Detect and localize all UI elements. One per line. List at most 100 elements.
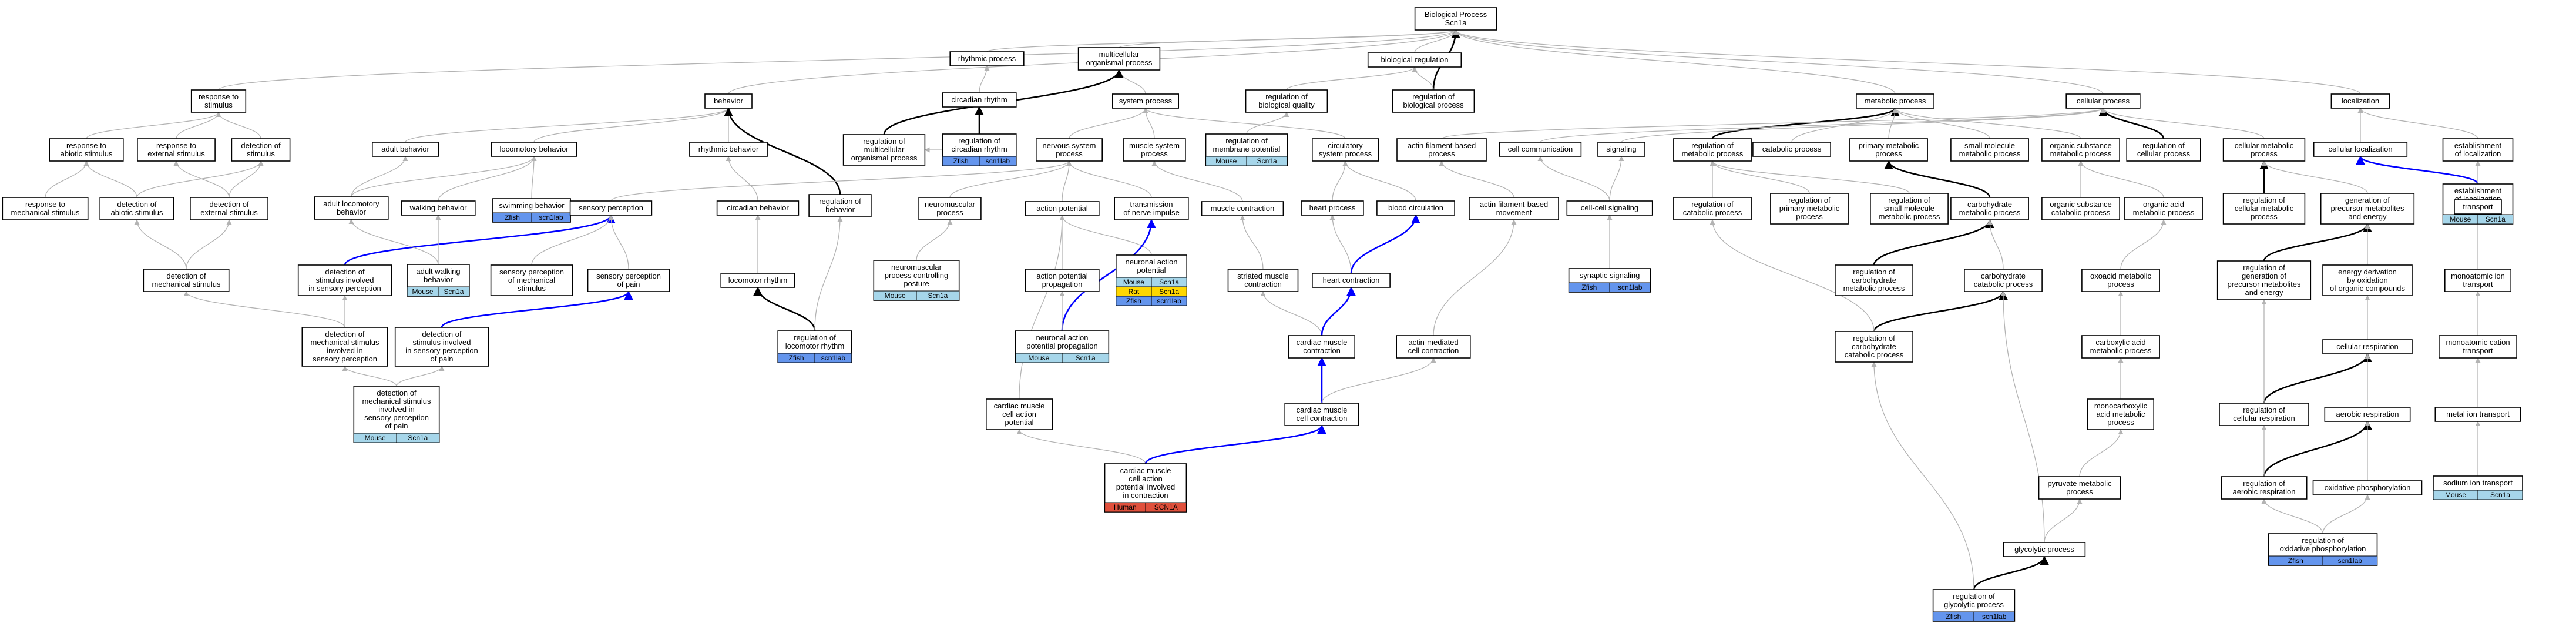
go-term-label-line: of pain xyxy=(385,421,408,430)
edge-actin_mediated-to-actin_movement xyxy=(1433,219,1517,336)
edge-actin_based-to-cellular xyxy=(1441,108,2106,139)
go-term-box xyxy=(1673,138,1752,162)
go-term-label-line: monoatomic ion xyxy=(2451,272,2505,280)
go-term-label-line: cellular metabolic xyxy=(2235,204,2294,213)
gene-label: scn1lab xyxy=(986,157,1010,165)
edge-catabolic-to-metabolic xyxy=(1791,108,1898,143)
gene-cell xyxy=(1145,502,1187,513)
go-term-heart_proc: heart process xyxy=(1301,200,1364,216)
go-term-label-line: pyruvate metabolic xyxy=(2047,479,2112,488)
go-term-label-line: rhythmic behavior xyxy=(698,145,759,153)
species-label: Zfish xyxy=(1946,612,1961,621)
go-term-box xyxy=(1123,138,1186,162)
edge-reg_metabolic-to-metabolic xyxy=(1711,107,1900,139)
go-term-action_pot: action potential xyxy=(1025,201,1100,216)
edge-regbioqual-to-bioreg xyxy=(1286,66,1418,91)
edge-det_mech-to-det_abiotic xyxy=(134,219,187,270)
go-term-label-line: potential propagation xyxy=(1026,341,1097,350)
go-term-label-line: regulation of xyxy=(2142,141,2185,150)
gene-cell xyxy=(979,156,1017,166)
go-term-box xyxy=(1469,197,1559,220)
go-term-box xyxy=(137,138,216,162)
go-term-label-line: of localization xyxy=(2455,149,2501,158)
edge-reg_gen_precursor-to-gen_precursor xyxy=(2263,223,2372,262)
go-term-box xyxy=(1284,403,1359,426)
edge-carb_cat-to-carbohydrate_met xyxy=(1987,219,2004,270)
gene-label: scn1lab xyxy=(1618,283,1643,292)
go-term-label-line: response to xyxy=(199,92,239,101)
gene-label: Scn1a xyxy=(1159,287,1179,296)
go-term-label-line: metabolic process xyxy=(1843,284,1905,293)
go-term-label-line: regulation of xyxy=(958,136,1000,145)
go-term-heart_contr: heart contraction xyxy=(1312,273,1391,288)
go-term-label-line: external stimulus xyxy=(200,208,258,217)
edge-cardiac_muscle_contr-to-heart_contr xyxy=(1321,286,1356,336)
go-term-box xyxy=(808,194,872,217)
go-term-box xyxy=(1288,335,1356,359)
go-term-label-line: sensory perception xyxy=(579,203,643,212)
go-term-label-line: movement xyxy=(1496,208,1532,217)
go-term-box xyxy=(2221,476,2308,500)
go-term-label-line: nervous system xyxy=(1042,141,1096,150)
go-term-localization: localization xyxy=(2330,93,2390,109)
go-term-label-line: acid metabolic xyxy=(2096,410,2145,418)
go-term-label-line: neuromuscular xyxy=(891,263,942,272)
go-term-box xyxy=(2041,138,2120,162)
go-term-label-line: cardiac muscle xyxy=(994,401,1045,410)
edge-cardiac_cell_contr-to-actin_mediated xyxy=(1321,357,1436,404)
go-term-label-line: muscle system xyxy=(1129,141,1180,150)
go-term-box xyxy=(2003,542,2086,557)
go-term-box xyxy=(1201,201,1284,216)
go-term-box xyxy=(1414,7,1497,31)
edge-det_abiotic-to-resp_abiotic xyxy=(83,160,137,198)
go-term-label-line: response to xyxy=(66,141,106,150)
go-term-label-line: of organic compounds xyxy=(2330,284,2405,293)
go-term-box xyxy=(314,196,389,220)
go-term-label-line: cell contraction xyxy=(1297,414,1348,423)
species-label: Zfish xyxy=(505,213,520,222)
go-term-label-line: sensory perception xyxy=(313,354,377,363)
go-term-box xyxy=(716,200,800,216)
go-term-label-line: organismal process xyxy=(1086,58,1153,67)
edge-circadian-to-rhythmic xyxy=(979,65,990,93)
edge-response-to-bp xyxy=(218,29,1459,91)
go-term-box xyxy=(490,264,573,296)
go-term-box xyxy=(231,138,291,162)
edge-circadian_beh-to-rhythmic_beh xyxy=(726,156,758,202)
go-term-label-line: glycolytic process xyxy=(1944,600,2004,609)
go-term-label-line: of pain xyxy=(617,280,640,289)
go-term-label-line: localization xyxy=(2342,96,2379,105)
go-term-box xyxy=(371,142,439,157)
go-term-label-line: transmission xyxy=(1130,200,1173,209)
go-term-label-line: precursor metabolites xyxy=(2228,280,2301,289)
edge-reg_small_mol-to-reg_metabolic xyxy=(1710,160,1910,194)
go-term-label-line: locomotor rhythm xyxy=(785,341,844,350)
edge-det_external-to-resp_external xyxy=(173,160,230,198)
go-term-label-line: regulation of xyxy=(1788,196,1831,205)
edge-circulatory-to-system xyxy=(1143,108,1346,139)
edge-heart_contr-to-blood_circ xyxy=(1350,214,1420,274)
go-term-label-line: cellular respiration xyxy=(2233,414,2295,423)
go-term-label-line: metabolic process xyxy=(1959,208,2021,217)
go-term-label-line: catabolic process xyxy=(1845,350,1904,359)
edge-system-to-multicell xyxy=(1116,69,1146,95)
